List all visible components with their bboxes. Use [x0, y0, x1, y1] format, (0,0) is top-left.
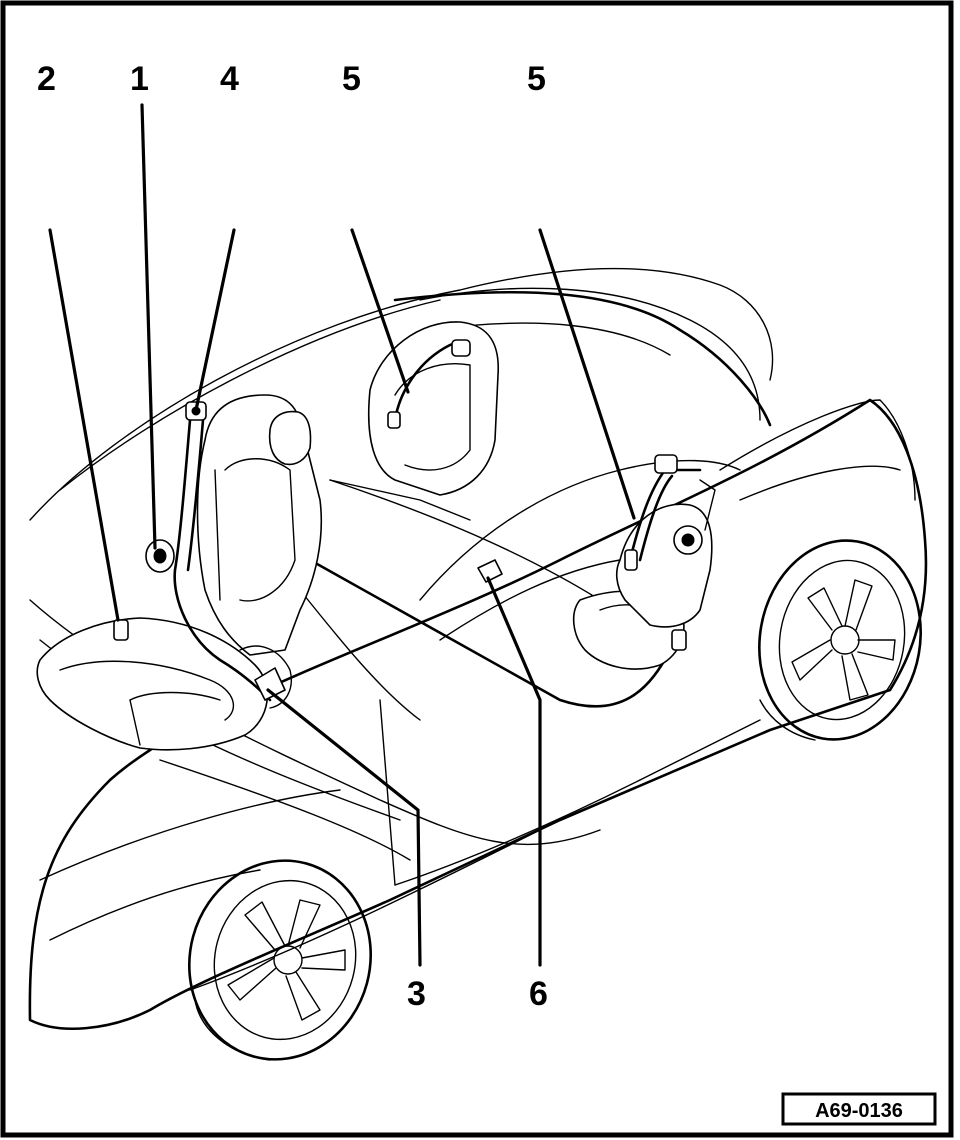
- leader-4: [194, 228, 236, 412]
- callout-2: 2: [37, 60, 56, 98]
- leader-lines: [48, 103, 636, 967]
- callout-5-right: 5: [527, 60, 546, 98]
- reference-box: A69-0136: [781, 1092, 937, 1126]
- leader-5-right: [538, 228, 636, 520]
- right-seat: [329, 321, 713, 670]
- leader-6: [486, 576, 542, 967]
- callout-6: 6: [529, 975, 548, 1013]
- leader-2: [48, 228, 120, 622]
- reference-code: A69-0136: [815, 1100, 903, 1122]
- leader-1: [140, 103, 157, 550]
- callout-1: 1: [130, 60, 149, 98]
- rear-wheel: [758, 539, 922, 741]
- callout-4: 4: [220, 60, 239, 98]
- leader-5-left: [350, 228, 410, 394]
- leader-3: [266, 688, 422, 967]
- callout-5-left: 5: [342, 60, 361, 98]
- front-wheel: [187, 859, 373, 1061]
- belt-parts: [113, 339, 716, 702]
- callout-3: 3: [407, 975, 426, 1013]
- callout-labels: 2 1 4 5 5 3 6: [37, 60, 548, 1013]
